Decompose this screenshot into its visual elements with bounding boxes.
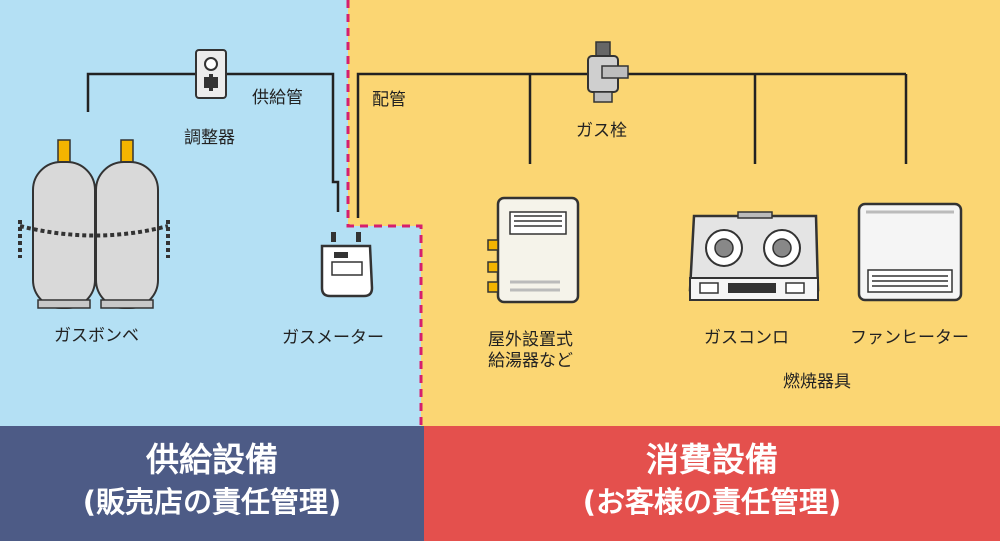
- piping-label: 配管: [372, 90, 406, 110]
- gas-meter-icon: [320, 232, 374, 298]
- appliances-label: 燃焼器具: [783, 372, 851, 392]
- consumer-footer-title: 消費設備: [646, 440, 778, 479]
- water-heater-icon: [487, 196, 580, 304]
- water-heater-label: 屋外設置式 給湯器など: [488, 330, 573, 372]
- fan-heater-icon: [857, 202, 963, 302]
- regulator-icon: [195, 49, 227, 99]
- stove-label: ガスコンロ: [704, 328, 789, 348]
- supply-footer-subtitle: (販売店の責任管理): [82, 484, 342, 519]
- consumer-pipe: [356, 72, 906, 218]
- supply-footer: 供給設備 (販売店の責任管理): [0, 426, 424, 541]
- consumer-footer: 消費設備 (お客様の責任管理): [424, 426, 1000, 541]
- consumer-footer-subtitle: (お客様の責任管理): [582, 484, 842, 519]
- gas-valve-icon: [587, 41, 629, 103]
- supply-footer-band: [0, 426, 424, 541]
- gas-cylinders-icon: [18, 139, 170, 309]
- meter-label: ガスメーター: [282, 328, 384, 348]
- consumer-footer-band: [424, 426, 1000, 541]
- fan-heater-label: ファンヒーター: [850, 328, 969, 348]
- gas-stove-icon: [688, 211, 820, 301]
- consumer-area-background: [348, 0, 1000, 430]
- regulator-label: 調整器: [184, 128, 235, 148]
- supply-footer-title: 供給設備: [146, 440, 278, 479]
- responsibility-boundary-line: [346, 0, 423, 430]
- supply-pipe: [86, 72, 340, 212]
- cylinder-label: ガスボンベ: [54, 326, 139, 346]
- gas-valve-label: ガス栓: [576, 121, 627, 141]
- supply-pipe-label: 供給管: [252, 88, 303, 108]
